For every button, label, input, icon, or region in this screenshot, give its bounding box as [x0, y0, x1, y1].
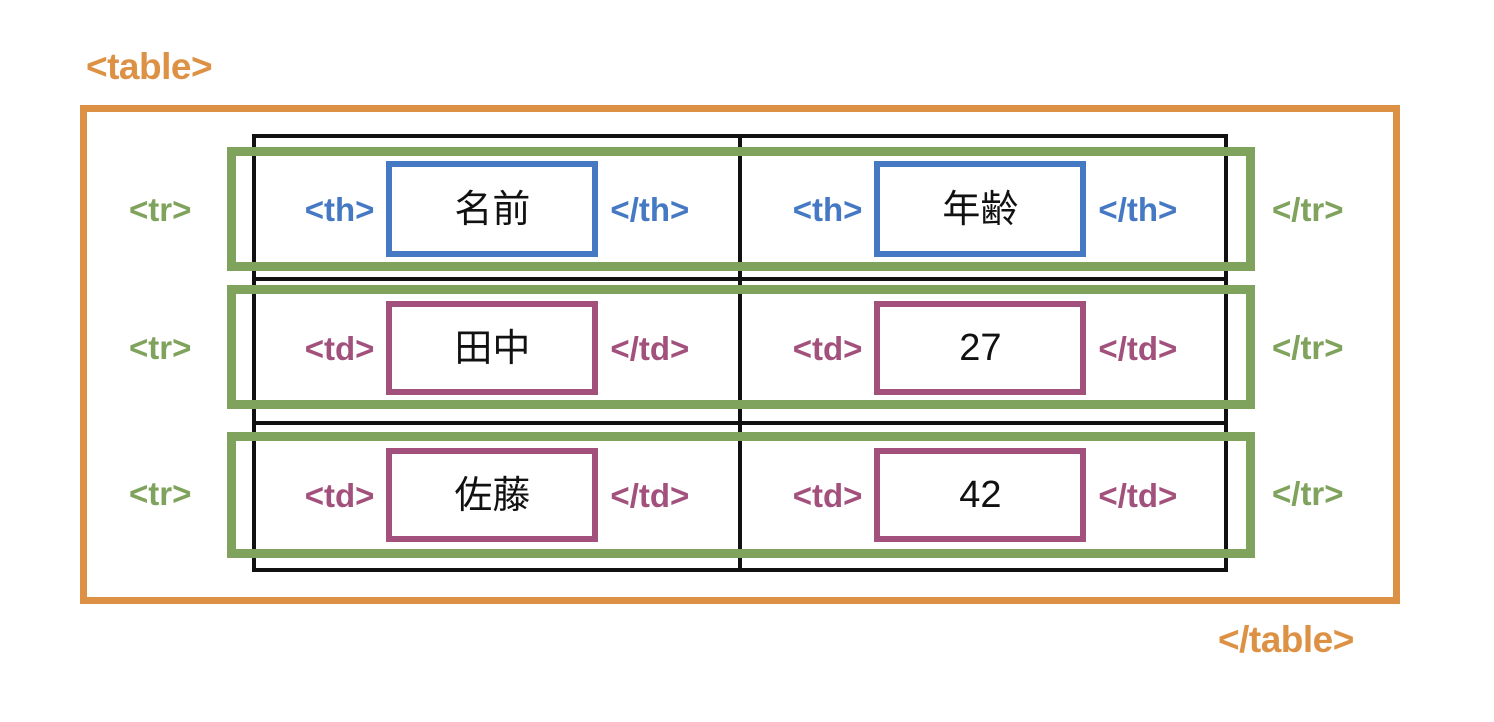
row-close-tag-label: </tr>: [1272, 191, 1344, 228]
header-cell-value: 名前: [454, 187, 531, 231]
data-cell: <td> 佐藤 </td>: [256, 435, 738, 555]
th-open-tag-label: <th>: [792, 190, 863, 228]
row-open-tag-label: <tr>: [129, 475, 192, 512]
data-cell: <td> 田中 </td>: [256, 289, 738, 407]
table-close-tag-label: </table>: [1218, 619, 1354, 660]
data-cell-value-box: 42: [874, 448, 1087, 542]
td-open-tag-label: <td>: [792, 476, 863, 514]
data-cell-value-box: 田中: [386, 301, 599, 395]
data-cell-value: 田中: [454, 326, 531, 370]
td-close-tag-label: </td>: [610, 329, 690, 367]
row-boundary: [227, 147, 1255, 271]
row-close-tag-label: </tr>: [1272, 329, 1344, 366]
data-cell-value: 佐藤: [454, 473, 531, 517]
data-cell-value-box: 佐藤: [386, 448, 599, 542]
data-cell-value-box: 27: [874, 301, 1087, 395]
data-cell: <td> 27 </td>: [742, 289, 1228, 407]
td-close-tag-label: </td>: [1098, 329, 1178, 367]
td-open-tag-label: <td>: [304, 329, 375, 367]
table-grid-column-divider: [738, 134, 742, 572]
row-open-tag-label: <tr>: [129, 329, 192, 366]
td-open-tag-label: <td>: [792, 329, 863, 367]
td-open-tag-label: <td>: [304, 476, 375, 514]
th-open-tag-label: <th>: [304, 190, 375, 228]
td-close-tag-label: </td>: [1098, 476, 1178, 514]
data-cell-value: 27: [959, 327, 1002, 369]
row-boundary: [227, 432, 1255, 558]
data-cell: <td> 42 </td>: [742, 435, 1228, 555]
row-open-tag-label: <tr>: [129, 191, 192, 228]
data-cell-value: 42: [959, 474, 1002, 516]
header-cell-value: 年齢: [942, 187, 1019, 231]
row-close-tag-label: </tr>: [1272, 475, 1344, 512]
row-boundary: [227, 285, 1255, 409]
header-cell-value-box: 名前: [386, 161, 599, 257]
th-close-tag-label: </th>: [1098, 190, 1178, 228]
table-open-tag-label: <table>: [86, 46, 213, 87]
header-cell: <th> 名前 </th>: [256, 150, 738, 268]
table-element-boundary: [80, 105, 1400, 604]
td-close-tag-label: </td>: [610, 476, 690, 514]
header-cell: <th> 年齢 </th>: [742, 150, 1228, 268]
header-cell-value-box: 年齢: [874, 161, 1087, 257]
th-close-tag-label: </th>: [610, 190, 690, 228]
